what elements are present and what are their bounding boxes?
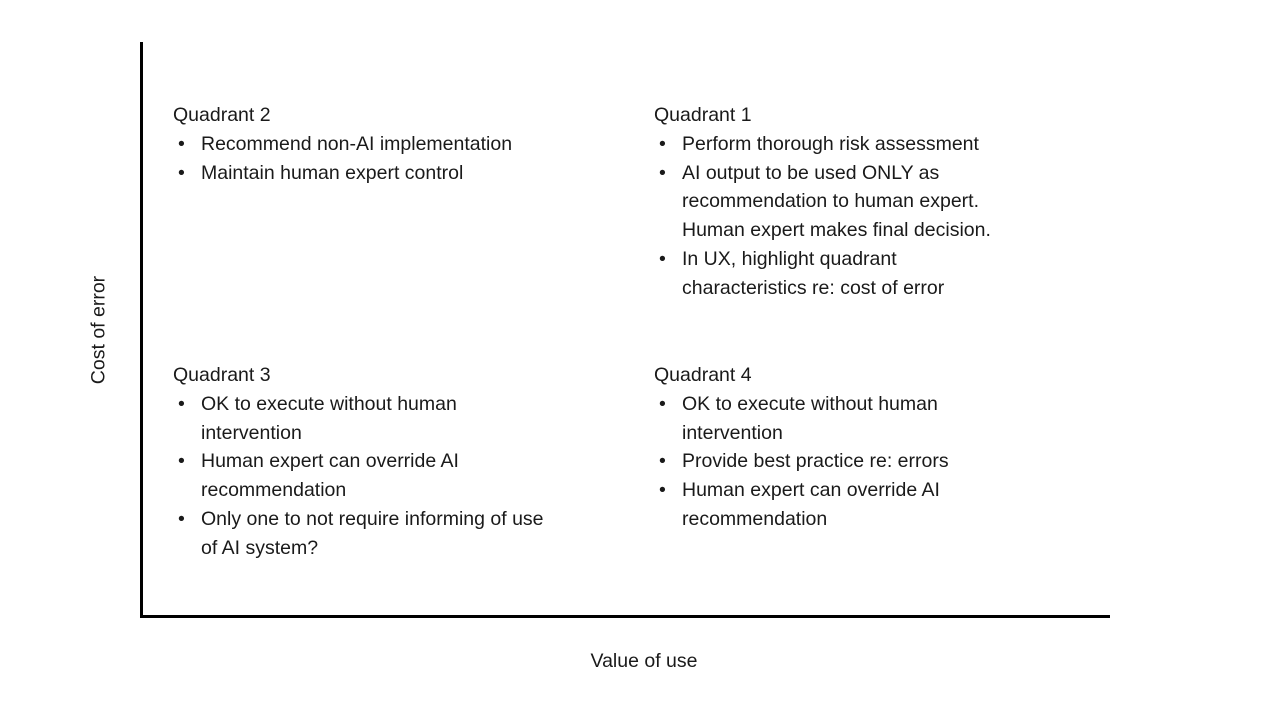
quadrant-2-bullet-list: Recommend non-AI implementation Maintain… [173,130,643,188]
quadrant-3-bullet-list: OK to execute without human intervention… [173,390,643,563]
quadrant-4-title: Quadrant 4 [654,364,752,386]
quadrant-2-title: Quadrant 2 [173,104,271,126]
quadrant-3-block: Quadrant 3 OK to execute without human i… [173,361,643,563]
bullet-item: Recommend non-AI implementation [173,130,643,159]
quadrant-3-title: Quadrant 3 [173,364,271,386]
bullet-item: Perform thorough risk assessment [654,130,1094,159]
quadrant-1-bullet-list: Perform thorough risk assessment AI outp… [654,130,1094,303]
x-axis-label: Value of use [590,650,698,672]
bullet-item: OK to execute without human intervention [173,390,643,448]
bullet-item: Provide best practice re: errors [654,447,1094,476]
quadrant-4-block: Quadrant 4 OK to execute without human i… [654,361,1094,534]
quadrant-2-block: Quadrant 2 Recommend non-AI implementati… [173,101,643,187]
bullet-item: In UX, highlight quadrant characteristic… [654,245,1094,303]
quadrant-1-title: Quadrant 1 [654,104,752,126]
bullet-item: Maintain human expert control [173,159,643,188]
bullet-item: Only one to not require informing of use… [173,505,643,563]
bullet-item: Human expert can override AI recommendat… [173,447,643,505]
bullet-item: AI output to be used ONLY as recommendat… [654,159,1094,245]
quadrant-1-block: Quadrant 1 Perform thorough risk assessm… [654,101,1094,303]
quadrant-4-bullet-list: OK to execute without human intervention… [654,390,1094,534]
bullet-item: Human expert can override AI recommendat… [654,476,1094,534]
y-axis-label: Cost of error [87,275,110,385]
x-axis-line [140,615,1110,618]
y-axis-line [140,42,143,617]
bullet-item: OK to execute without human intervention [654,390,1094,448]
